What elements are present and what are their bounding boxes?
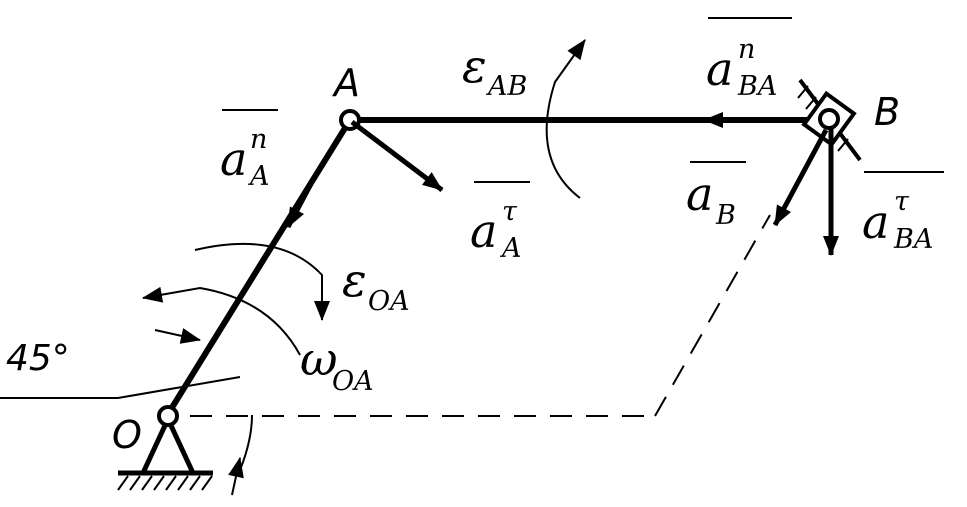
pin-B bbox=[818, 108, 840, 130]
label-aBA-tau-base: a bbox=[862, 195, 889, 249]
label-omega-OA-base: ω bbox=[300, 332, 338, 386]
label-aA-tau: a τ A bbox=[470, 181, 530, 264]
label-aBA-n-sup: n bbox=[738, 34, 755, 65]
arrow-aA-n bbox=[285, 180, 315, 229]
arrow-eps-OA bbox=[194, 242, 330, 321]
label-point-B: B bbox=[874, 90, 900, 134]
label-eps-OA: ε OA bbox=[342, 253, 410, 317]
label-eps-AB: ε AB bbox=[462, 39, 527, 102]
arrow-omega-OA bbox=[142, 286, 301, 356]
pin-O bbox=[157, 405, 179, 427]
arrow-aB bbox=[772, 128, 829, 227]
label-aB: a B bbox=[686, 161, 746, 231]
label-point-A: A bbox=[331, 61, 360, 105]
label-aBA-n-base: a bbox=[706, 42, 733, 96]
arrow-eps-AB bbox=[545, 39, 586, 199]
label-aBA-n-sub: BA bbox=[737, 71, 777, 102]
label-aA-tau-sub: A bbox=[499, 233, 522, 264]
label-aBA-tau-sup: τ bbox=[894, 186, 910, 217]
label-aBA-n: a n BA bbox=[706, 17, 792, 102]
label-aA-n-sup: n bbox=[250, 124, 267, 155]
label-eps-OA-sub: OA bbox=[368, 286, 410, 317]
label-aA-n: a n A bbox=[220, 109, 278, 192]
label-eps-AB-sub: AB bbox=[485, 71, 527, 102]
angle-lines bbox=[0, 328, 253, 496]
label-aB-base: a bbox=[686, 167, 713, 221]
label-aA-n-sub: A bbox=[247, 161, 270, 192]
label-point-O: O bbox=[112, 413, 142, 457]
label-aA-tau-sup: τ bbox=[502, 196, 518, 227]
label-aBA-tau-sub: BA bbox=[893, 224, 933, 255]
label-omega-OA-sub: OA bbox=[332, 366, 374, 397]
label-aA-n-base: a bbox=[220, 132, 247, 186]
label-angle: 45° bbox=[6, 338, 70, 379]
construction-dashes bbox=[190, 214, 771, 417]
label-aBA-tau: a τ BA bbox=[862, 171, 944, 255]
label-aB-sub: B bbox=[715, 200, 736, 231]
link-OA bbox=[165, 118, 353, 416]
label-eps-OA-base: ε bbox=[342, 253, 367, 307]
label-aA-tau-base: a bbox=[470, 204, 497, 258]
label-eps-AB-base: ε bbox=[462, 39, 487, 93]
arrow-aA-tau bbox=[350, 120, 444, 192]
label-omega-OA: ω OA bbox=[300, 332, 374, 397]
